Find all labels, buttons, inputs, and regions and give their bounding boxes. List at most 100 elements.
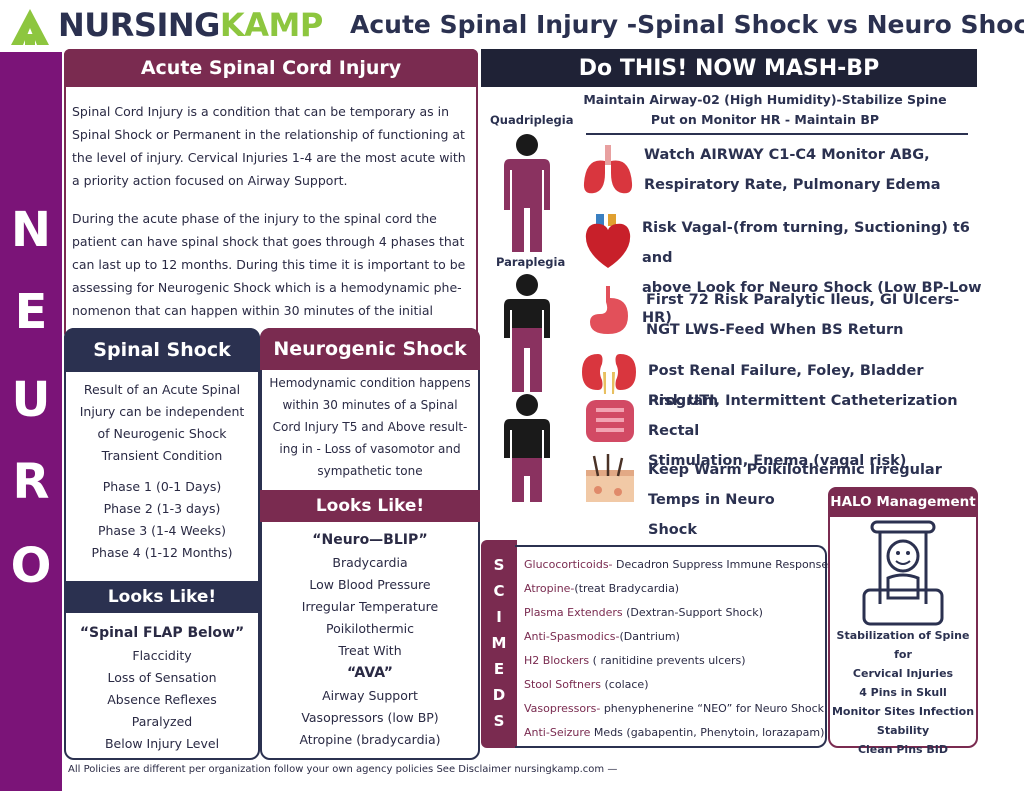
list-item: Bradycardia [332,555,408,570]
text-line: Cord Injury T5 and Above result- [272,420,468,434]
text-line: within 30 minutes of a Spinal [282,398,458,412]
neurogenic-description: Hemodynamic condition happens within 30 … [262,372,478,482]
paraplegia-figure-icon [504,274,550,392]
lower-paralysis-figure-icon [504,394,550,502]
sci-meds-side-label: S C I M E D S [481,540,517,748]
side-letter: E [14,284,48,340]
halo-details: Stabilization of Spine for Cervical Inju… [830,626,976,759]
sci-meds-list: Glucocorticoids- Decadron Suppress Immun… [524,553,829,745]
text-line: Stability [876,724,930,737]
list-item: Loss of Sensation [107,670,217,685]
list-item: Irregular Temperature [301,599,439,614]
row-line: above Look for Neuro Shock (Low BP-Low H… [642,280,982,326]
page-title: Acute Spinal Injury -Spinal Shock vs Neu… [350,10,1024,39]
label-letter: S [493,556,505,574]
label-letter: E [493,660,505,678]
label-letter: S [493,712,505,730]
phase-item: Phase 3 (1-4 Weeks) [97,523,227,538]
airway-row: Watch AIRWAY C1-C4 Monitor ABG, Respirat… [644,140,974,200]
med-item: Atropine-(treat Bradycardia) [524,582,680,595]
quadriplegia-label: Quadriplegia [490,113,574,127]
text-line: Cervical Injuries [852,667,954,680]
text-line: Hemodynamic condition happens [269,376,471,390]
neuro-looks-list: Bradycardia Low Blood Pressure Irregular… [262,552,478,662]
intestine-icon [586,400,634,442]
list-item: Absence Reflexes [107,692,217,707]
spinal-looks-list: Flaccidity Loss of Sensation Absence Ref… [66,645,258,755]
side-letter: O [10,538,52,594]
med-item: Anti-Spasmodics-(Dantrium) [524,630,680,643]
text-line: sympathetic tone [317,464,423,478]
do-this-title: Do THIS! NOW MASH-BP [481,49,977,87]
label-letter: C [493,582,505,600]
text-line: ing in - Loss of vasomotor and [279,442,461,456]
halo-device-icon [862,520,944,626]
spinal-shock-title: Spinal Shock [64,328,260,372]
vagal-row: Risk Vagal-(from turning, Suctioning) t6… [642,213,982,333]
divider [586,133,968,135]
text-line: Clean Pins BID [857,743,949,756]
row-line: Temps in Neuro Shock [648,492,775,538]
paraplegia-label: Paraplegia [496,255,566,269]
acute-paragraph-2: During the acute phase of the injury to … [72,211,466,341]
skin-icon [586,454,634,502]
list-item: Vasopressors (low BP) [301,710,439,725]
med-item: Glucocorticoids- Decadron Suppress Immun… [524,558,829,571]
med-item: Vasopressors- phenyphenerine “NEO” for N… [524,702,825,715]
neurogenic-shock-panel [260,328,480,760]
renal-row: Post Renal Failure, Foley, Bladder Progr… [648,356,978,416]
row-line: NGT LWS-Feed When BS Return [646,322,904,338]
list-item: Treat With [338,643,402,658]
subtitle-line: Maintain Airway-02 (High Humidity)-Stabi… [583,92,947,107]
phase-item: Phase 4 (1-12 Months) [91,545,233,560]
uti-row: Risk UTI, Intermittent Catheterization R… [648,386,978,476]
text-line: of Neurogenic Shock [97,426,227,441]
subtitle-line: Put on Monitor HR - Maintain BP [650,112,880,127]
ava-mnemonic: “AVA” [347,665,393,681]
row-line: Post Renal Failure, Foley, Bladder Progr… [648,363,924,409]
row-line: First 72 Risk Paralytic Ileus, GI Ulcers… [646,292,960,308]
halo-title: HALO Management [828,487,978,517]
row-line: Respiratory Rate, Pulmonary Edema [644,177,941,193]
logo-icon [11,9,49,45]
label-letter: D [492,686,506,704]
med-item: Anti-Seizure Meds (gabapentin, Phenytoin… [524,726,825,739]
do-this-subtitle: Maintain Airway-02 (High Humidity)-Stabi… [560,90,970,130]
text-line: 4 Pins in Skull [859,686,947,699]
list-item: Poikilothermic [325,621,414,636]
med-item: Stool Softners (colace) [524,678,649,691]
row-line: Risk Vagal-(from turning, Suctioning) t6… [642,220,970,266]
ava-list: Airway Support Vasopressors (low BP) Atr… [262,685,478,751]
text-line: Stabilization of Spine for [836,629,970,661]
label-letter: I [496,608,502,626]
text-line: Injury can be independent [79,404,245,419]
stomach-icon [590,286,628,334]
side-letter: N [10,202,52,258]
spinal-shock-phases: Phase 1 (0-1 Days) Phase 2 (1-3 days) Ph… [66,476,258,564]
lungs-icon [583,145,633,194]
temp-row: Keep Warm Poikilothermic Irregular Temps… [648,455,942,545]
row-line: Stimulation, Enema (vagal risk) [648,453,907,469]
list-item: Low Blood Pressure [309,577,431,592]
neurogenic-shock-title: Neurogenic Shock [260,328,480,370]
row-line: Keep Warm Poikilothermic Irregular [648,462,942,478]
text-line: Transient Condition [101,448,223,463]
row-line: Watch AIRWAY C1-C4 Monitor ABG, [644,147,930,163]
phase-item: Phase 1 (0-1 Days) [102,479,222,494]
acute-title: Acute Spinal Cord Injury [64,49,478,87]
label-letter: M [491,634,507,652]
heart-icon [585,214,631,268]
brand-logo: NURSINGKAMP [58,6,323,44]
neuro-mnemonic: “Neuro—BLIP” [312,532,428,548]
spinal-mnemonic: “Spinal FLAP Below” [79,625,245,641]
text-line: Result of an Acute Spinal [83,382,241,397]
neuro-looks-like-title: Looks Like! [260,490,480,522]
phase-item: Phase 2 (1-3 days) [103,501,221,516]
spinal-shock-description: Result of an Acute Spinal Injury can be … [66,379,258,467]
med-item: H2 Blockers ( ranitidine prevents ulcers… [524,654,746,667]
quadriplegia-figure-icon [504,134,550,252]
list-item: Atropine (bradycardia) [299,732,441,747]
sci-meds-panel [515,545,827,748]
kidneys-icon [582,354,636,394]
row-line: Risk UTI, Intermittent Catheterization R… [648,393,958,439]
